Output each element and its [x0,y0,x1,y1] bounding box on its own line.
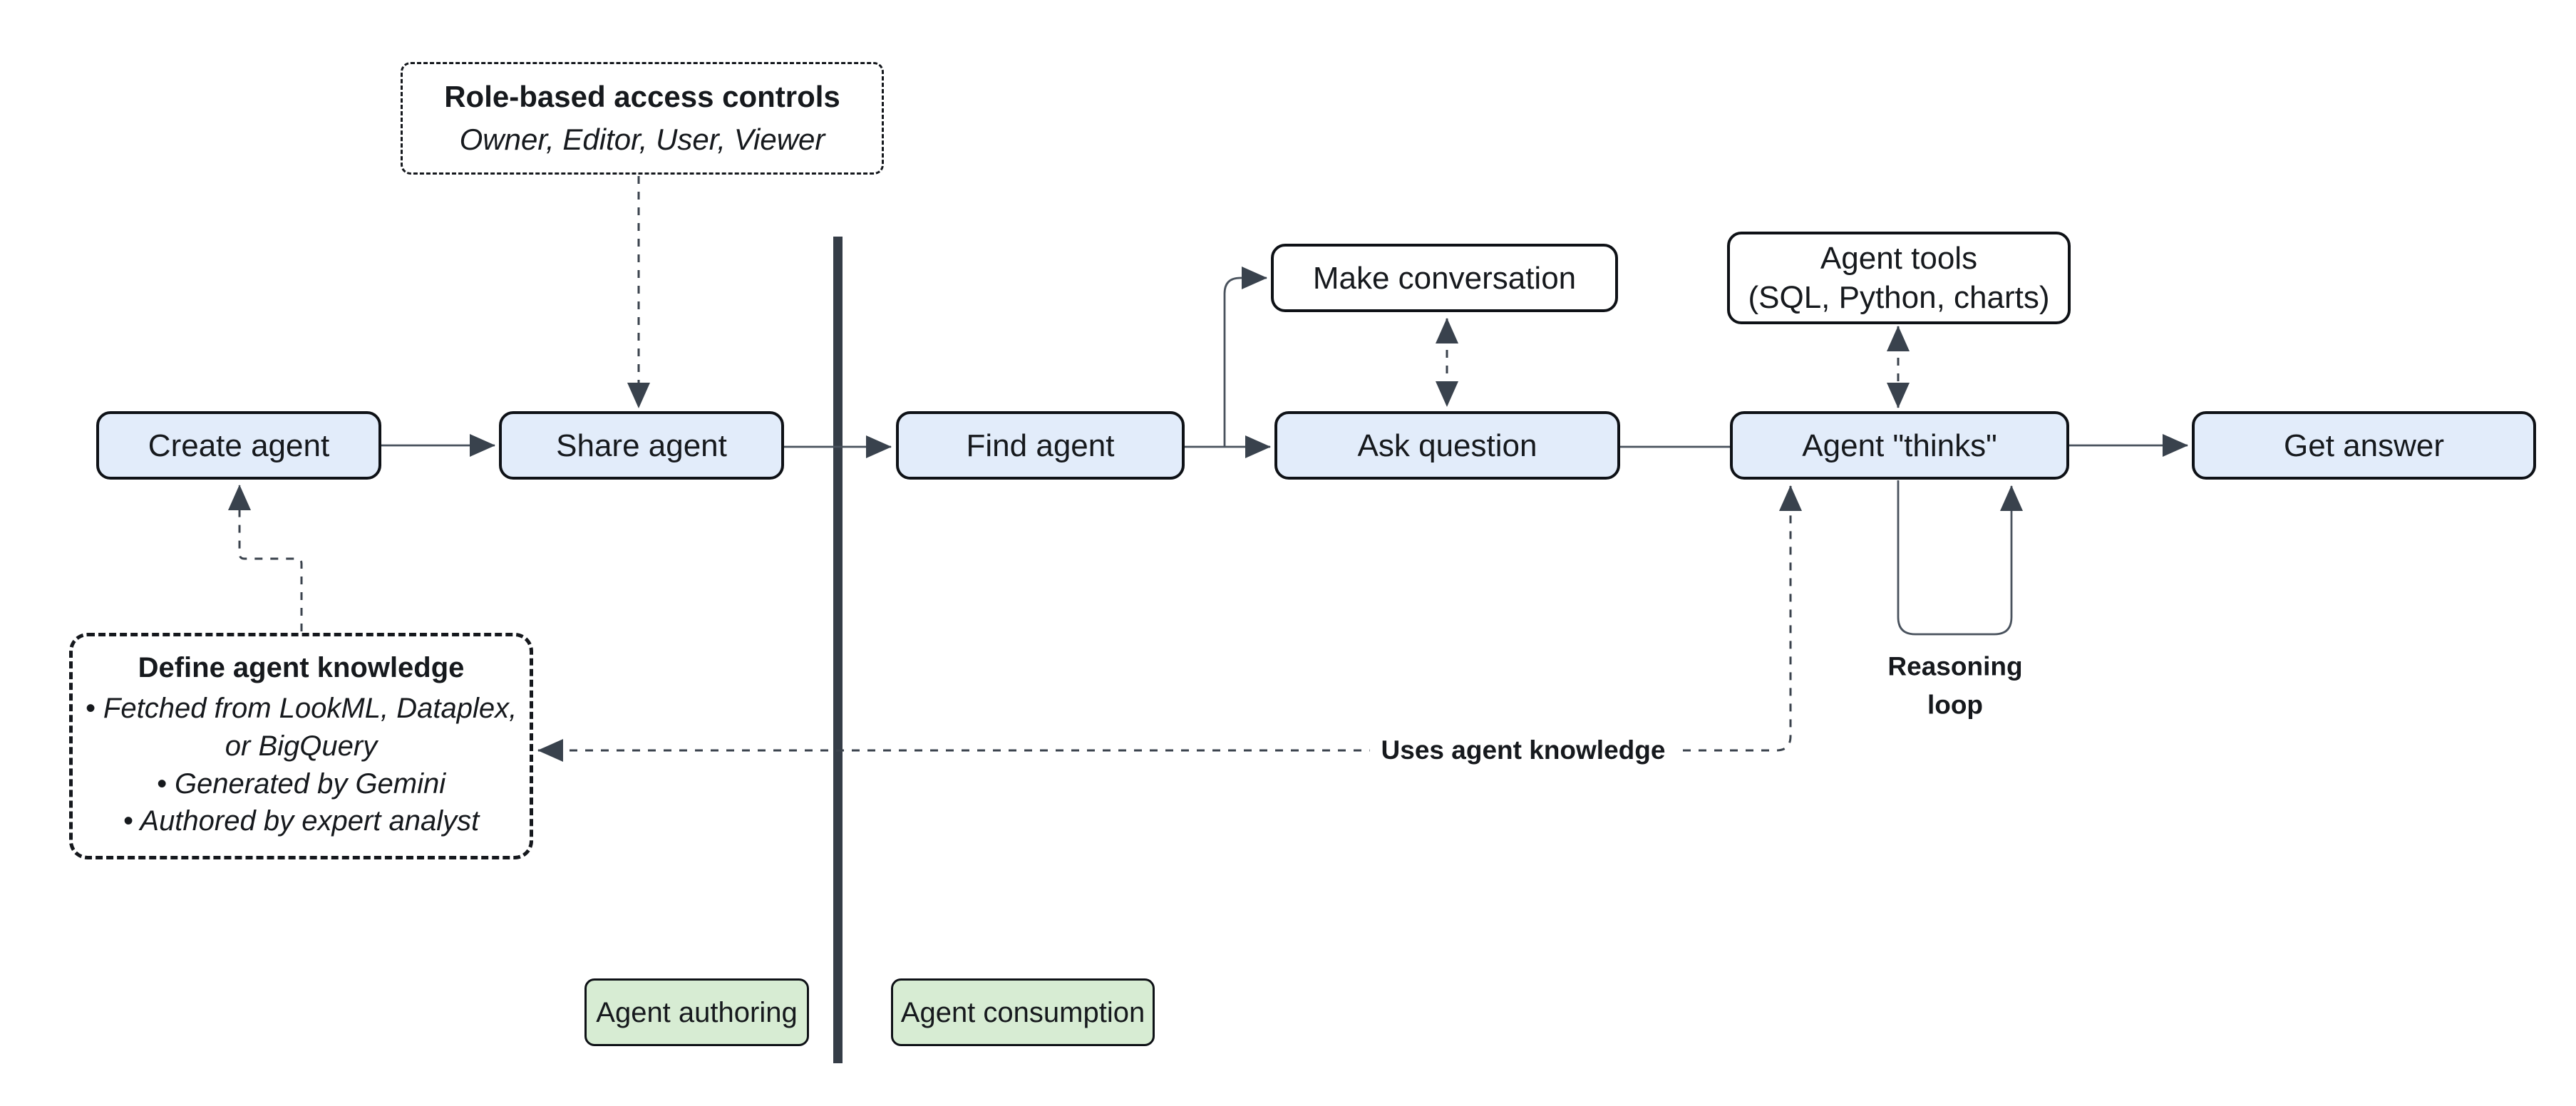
node-agent-tools-label: Agent tools (SQL, Python, charts) [1748,241,2050,315]
note-define-agent-knowledge-title: Define agent knowledge [138,651,465,683]
node-make-conversation: Make conversation [1271,244,1618,312]
node-agent-thinks: Agent "thinks" [1730,411,2069,480]
node-create-agent: Create agent [96,411,381,480]
zone-tag-agent-authoring: Agent authoring [584,978,809,1046]
edge-reasoning-loop [1897,480,2023,636]
node-get-answer: Get answer [2192,411,2536,480]
note-role-based-access-subtitle: Owner, Editor, User, Viewer [459,123,825,156]
node-make-conversation-label: Make conversation [1312,260,1577,296]
node-find-agent-label: Find agent [966,428,1115,463]
node-find-agent: Find agent [896,411,1185,480]
zone-tag-agent-consumption: Agent consumption [891,978,1155,1046]
zone-divider [833,237,843,1063]
node-share-agent: Share agent [499,411,784,480]
node-agent-thinks-label: Agent "thinks" [1802,428,1997,463]
note-define-agent-knowledge: Define agent knowledge • Fetched from Lo… [69,633,533,859]
node-get-answer-label: Get answer [2284,428,2444,463]
node-create-agent-label: Create agent [148,428,330,463]
node-ask-question-label: Ask question [1357,428,1537,463]
zone-tag-agent-consumption-label: Agent consumption [900,996,1145,1028]
note-role-based-access: Role-based access controls Owner, Editor… [401,62,884,175]
zone-tag-agent-authoring-label: Agent authoring [596,996,798,1028]
edge-label-uses-agent-knowledge: Uses agent knowledge [1369,730,1677,771]
node-agent-tools: Agent tools (SQL, Python, charts) [1727,232,2071,324]
node-ask-question: Ask question [1274,411,1620,480]
knowledge-bullet-sources: • Fetched from LookML, Dataplex, [85,692,517,724]
edge-uses-agent-knowledge [537,485,1802,762]
edge-label-reasoning-loop: Reasoning loop [1887,651,2023,719]
node-share-agent-label: Share agent [556,428,727,463]
note-define-agent-knowledge-list: • Fetched from LookML, Dataplex, or BigQ… [86,690,517,840]
note-role-based-access-title: Role-based access controls [444,80,840,113]
knowledge-bullet-sources-cont: or BigQuery [225,730,378,762]
edge-knowledge-to-create [228,485,303,631]
knowledge-bullet-analyst: • Authored by expert analyst [123,805,480,837]
knowledge-bullet-gemini: • Generated by Gemini [156,768,446,800]
edge-find-to-make-conversation [1223,267,1267,447]
